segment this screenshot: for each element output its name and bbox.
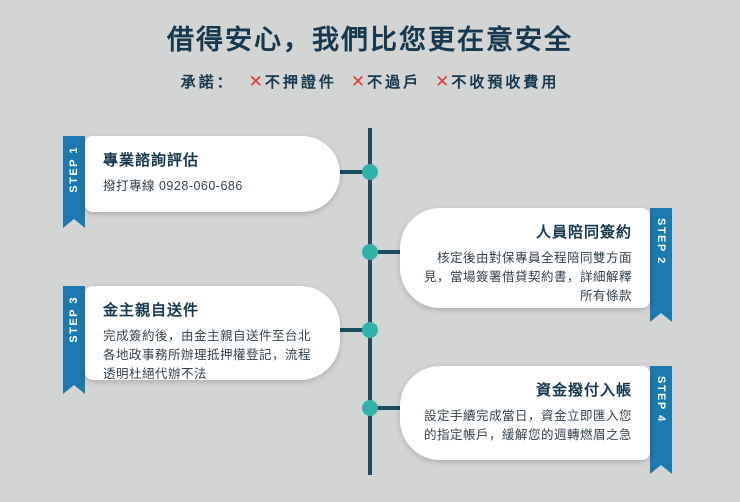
step-ribbon: STEP 1: [63, 136, 85, 228]
x-icon: ✕: [248, 71, 263, 91]
x-icon: ✕: [435, 71, 450, 91]
step-body: 設定手續完成當日，資金立即匯入您的指定帳戶，緩解您的週轉燃眉之急: [423, 409, 632, 442]
step-ribbon-label: STEP 4: [655, 376, 667, 423]
step-card: 人員陪同簽約 核定後由對保專員全程陪同雙方面見，當場簽署借貸契約書，詳細解釋所有…: [400, 208, 650, 308]
step-title: 資金撥付入帳: [535, 382, 632, 399]
step-ribbon: STEP 3: [63, 286, 85, 394]
step-body: 完成簽約後，由金主親自送件至台北各地政事務所辦理抵押權登記，流程透明杜絕代辦不法: [103, 329, 312, 381]
step-title: 金主親自送件: [103, 302, 200, 319]
timeline-node: [362, 400, 378, 416]
x-icon: ✕: [350, 71, 366, 91]
timeline-node: [362, 322, 378, 338]
promise-item: ✕ 不押證件: [249, 71, 337, 92]
step-body: 撥打專線 0928-060-686: [103, 179, 243, 193]
step-body: 核定後由對保專員全程陪同雙方面見，當場簽署借貸契約書，詳細解釋所有條款: [423, 251, 632, 303]
timeline-line: [368, 128, 372, 475]
step-card: 專業諮詢評估 撥打專線 0928-060-686: [85, 136, 340, 212]
promise-item: ✕ 不過戶: [351, 71, 421, 92]
connector-line: [336, 170, 370, 174]
connector-line: [370, 250, 402, 254]
page-title: 借得安心，我們比您更在意安全: [167, 25, 573, 55]
timeline-node: [362, 244, 378, 260]
step-title: 專業諮詢評估: [103, 152, 200, 169]
step-card: 資金撥付入帳 設定手續完成當日，資金立即匯入您的指定帳戶，緩解您的週轉燃眉之急: [400, 366, 650, 460]
step-card: 金主親自送件 完成簽約後，由金主親自送件至台北各地政事務所辦理抵押權登記，流程透…: [85, 286, 340, 381]
promise-item: ✕ 不收預收費用: [435, 71, 559, 92]
promise-text: 不押證件: [264, 74, 337, 91]
step-ribbon: STEP 4: [650, 366, 672, 474]
connector-line: [336, 328, 370, 332]
connector-line: [370, 406, 402, 410]
step-title: 人員陪同簽約: [535, 224, 632, 241]
promise-row: 承諾： ✕ 不押證件 ✕ 不過戶 ✕ 不收預收費用: [0, 71, 740, 92]
step-ribbon-label: STEP 2: [655, 218, 667, 265]
promise-text: 不收預收費用: [451, 74, 560, 91]
timeline-node: [362, 164, 378, 180]
step-ribbon-label: STEP 1: [68, 146, 80, 193]
promise-text: 不過戶: [367, 74, 422, 91]
step-ribbon: STEP 2: [650, 208, 672, 322]
step-ribbon-label: STEP 3: [68, 296, 80, 343]
promise-label: 承諾：: [180, 74, 235, 91]
